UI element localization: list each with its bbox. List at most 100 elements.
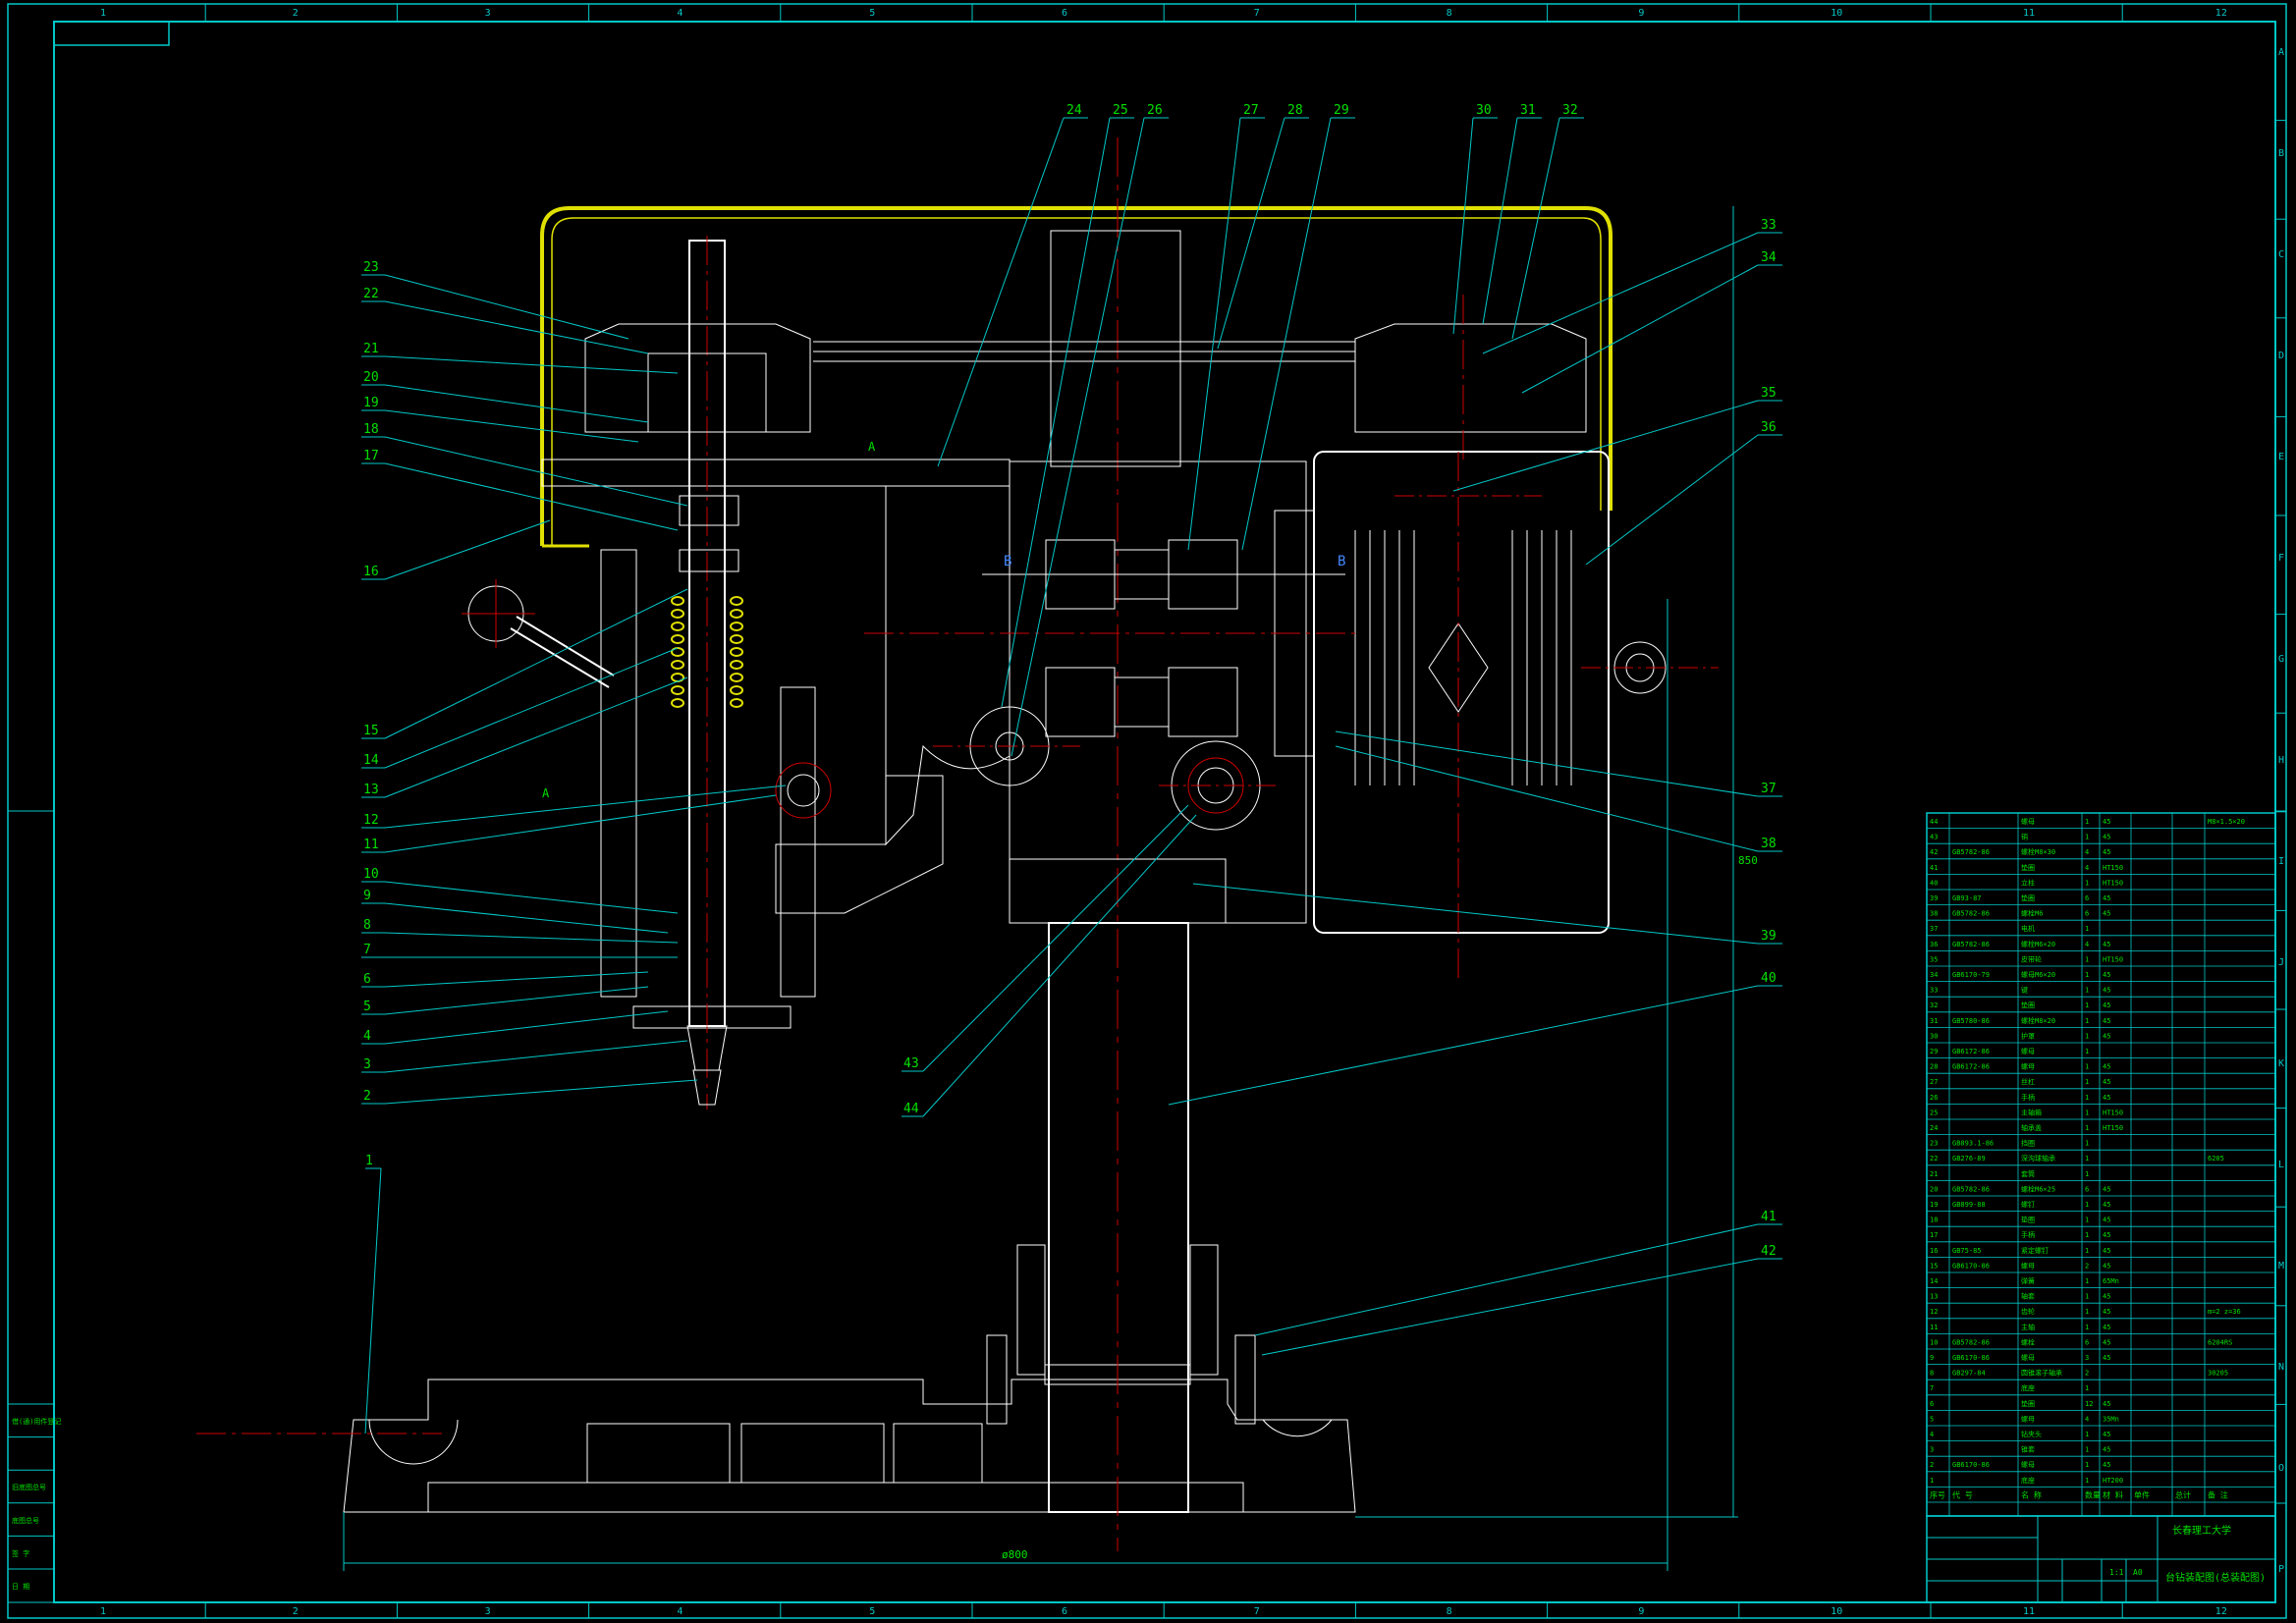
bom-cell: 1: [2085, 1048, 2089, 1055]
bom-cell: 主轴: [2021, 1323, 2035, 1331]
part-number-label: 23: [363, 260, 379, 275]
part-number-label: 3: [363, 1057, 371, 1072]
stamp-cell-text: 底图总号: [12, 1516, 39, 1525]
part-number-label: 16: [363, 565, 379, 579]
frame-col-label-top: 12: [2215, 8, 2227, 19]
spindle-pulley: [584, 323, 811, 433]
bom-cell: 16: [1930, 1247, 1938, 1255]
part-number-label: 19: [363, 396, 379, 410]
bom-cell: 29: [1930, 1048, 1938, 1055]
frame-row-label: J: [2278, 957, 2284, 968]
bom-cell: 45: [2103, 987, 2110, 995]
bom-cell: 垫圈: [2021, 1216, 2035, 1224]
frame-col-label-top: 3: [485, 8, 491, 19]
part-number-label: 29: [1334, 103, 1349, 118]
bom-cell: 5: [1930, 1415, 1934, 1423]
part-number-label: 33: [1761, 218, 1777, 233]
part-number-label: 17: [363, 449, 379, 463]
part-number-label: 38: [1761, 837, 1777, 851]
part-number-label: 9: [363, 889, 371, 903]
bom-cell: 螺母: [2021, 817, 2035, 826]
bom-cell: 26: [1930, 1094, 1938, 1102]
bom-cell: 主轴箱: [2021, 1108, 2042, 1116]
frame-col-label-top: 5: [869, 8, 875, 19]
bom-cell: GB5782-86: [1952, 910, 1990, 918]
bom-cell: 18: [1930, 1217, 1938, 1224]
part-number-label: 4: [363, 1029, 371, 1044]
part-number-label: 30: [1476, 103, 1492, 118]
bom-cell: GB5782-86: [1952, 1338, 1990, 1346]
bom-cell: 1: [2085, 1384, 2089, 1392]
stamp-cell-text: 借(通)用件登记: [12, 1417, 61, 1426]
bom-cell: 45: [2103, 1094, 2110, 1102]
bom-cell: 20: [1930, 1185, 1938, 1193]
bom-cell: 电机: [2021, 924, 2035, 933]
bom-cell: 41: [1930, 864, 1938, 872]
bom-cell: HT150: [2103, 864, 2123, 872]
bom-cell: HT200: [2103, 1477, 2123, 1485]
bom-cell: 2: [1930, 1461, 1934, 1469]
bom-cell: 38: [1930, 910, 1938, 918]
bom-cell: 45: [2103, 1231, 2110, 1239]
part-number-label: 24: [1066, 103, 1082, 118]
bom-cell: 4: [2085, 1415, 2089, 1423]
bom-cell: 45: [2103, 1461, 2110, 1469]
belt: [813, 341, 1355, 362]
bom-cell: 钻夹头: [2021, 1430, 2042, 1438]
spindle: [679, 236, 739, 1109]
bom-cell: 螺母: [2021, 1353, 2035, 1362]
part-number-label: 20: [363, 370, 379, 385]
bom-cell: 21: [1930, 1170, 1938, 1178]
bom-cell: 挡圈: [2021, 1139, 2035, 1148]
bom-cell: 45: [2103, 818, 2110, 826]
bom-cell: 6204RS: [2208, 1338, 2232, 1346]
bom-cell: 11: [1930, 1324, 1938, 1331]
bom-cell: 45: [2103, 1247, 2110, 1255]
bom-header-cell: 单件: [2134, 1489, 2150, 1499]
bom-header-cell: 序号: [1930, 1489, 1945, 1499]
motor: [1274, 451, 1719, 982]
bom-cell: 4: [1930, 1431, 1934, 1438]
bom-cell: 1: [2085, 1277, 2089, 1285]
bom-cell: 15: [1930, 1262, 1938, 1270]
bom-cell: 1: [2085, 1155, 2089, 1163]
part-number-label: 25: [1113, 103, 1128, 118]
frame-col-label-top: 2: [293, 8, 299, 19]
frame-col-label-top: 6: [1062, 8, 1067, 19]
bom-cell: 2: [2085, 1262, 2089, 1270]
section-label-a-left: A: [542, 786, 550, 800]
part-number-label: 31: [1520, 103, 1536, 118]
frame-row-label: K: [2278, 1058, 2284, 1069]
bom-header-cell: 代 号: [1952, 1489, 1973, 1499]
bom-cell: 45: [2103, 971, 2110, 979]
bom-cell: GB5782-86: [1952, 941, 1990, 948]
bom-cell: 23: [1930, 1140, 1938, 1148]
bom-cell: 1: [2085, 1109, 2089, 1116]
bom-cell: 12: [2085, 1400, 2093, 1408]
center-lines: [864, 495, 1542, 786]
bom-cell: 45: [2103, 1400, 2110, 1408]
bom-cell: 32: [1930, 1001, 1938, 1009]
bom-cell: 40: [1930, 879, 1938, 887]
bom-cell: 45: [2103, 1001, 2110, 1009]
part-number-label: 8: [363, 918, 371, 933]
bom-cell: 1: [2085, 971, 2089, 979]
bom-cell: 37: [1930, 925, 1938, 933]
bom-cell: 4: [2085, 848, 2089, 856]
bom-cell: 套筒: [2021, 1169, 2035, 1178]
part-number-label: 21: [363, 342, 379, 356]
bom-cell: 30: [1930, 1032, 1938, 1040]
base: [196, 1379, 1356, 1513]
bom-cell: 螺母: [2021, 1062, 2035, 1071]
bom-cell: GB75-85: [1952, 1247, 1982, 1255]
bom-cell: HT150: [2103, 955, 2123, 963]
frame-col-label-bottom: 5: [869, 1606, 875, 1617]
bom-cell: GB5780-86: [1952, 1017, 1990, 1025]
frame-col-label-bottom: 1: [100, 1606, 106, 1617]
bom-cell: m=2 z=36: [2208, 1308, 2241, 1316]
bom-cell: 垫圈: [2021, 1399, 2035, 1408]
part-number-label: 18: [363, 422, 379, 437]
frame-row-label: B: [2278, 148, 2284, 159]
